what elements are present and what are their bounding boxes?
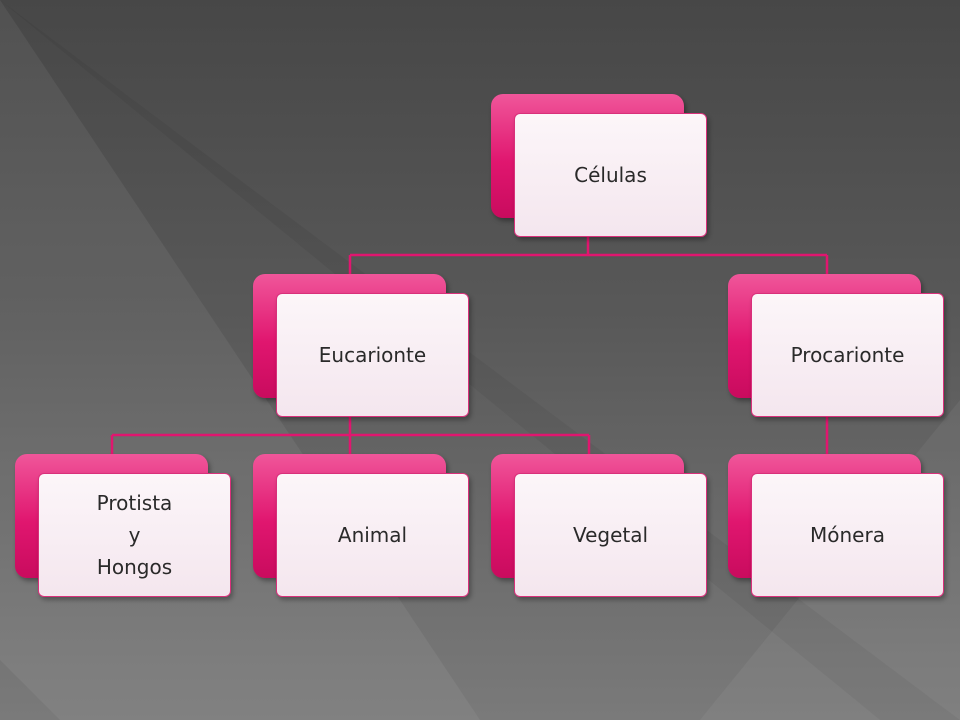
node-label-line: Hongos [96,555,173,579]
node-vegetal: Vegetal [491,454,707,597]
node-label: Vegetal [572,523,649,547]
node-label-line: Protista [96,491,173,515]
node-card: Mónera [751,473,944,597]
node-celulas: Células [491,94,707,237]
node-card: Células [514,113,707,237]
node-label: Mónera [810,523,885,547]
node-card: Procarionte [751,293,944,417]
node-card: Eucarionte [276,293,469,417]
node-monera: Mónera [728,454,944,597]
node-card: Protista y Hongos [38,473,231,597]
node-eucarionte: Eucarionte [253,274,469,417]
node-label: Protista y Hongos [97,487,173,583]
node-label: Procarionte [790,343,905,367]
node-protista-y-hongos: Protista y Hongos [15,454,231,597]
connector-root-to-level1 [348,237,829,275]
node-procarionte: Procarionte [728,274,944,417]
node-label: Animal [337,523,408,547]
node-card: Vegetal [514,473,707,597]
node-label: Células [574,163,647,187]
connector-eucarionte-to-children [110,416,591,455]
node-card: Animal [276,473,469,597]
node-label: Eucarionte [318,343,427,367]
node-label-line: y [128,523,141,547]
node-animal: Animal [253,454,469,597]
